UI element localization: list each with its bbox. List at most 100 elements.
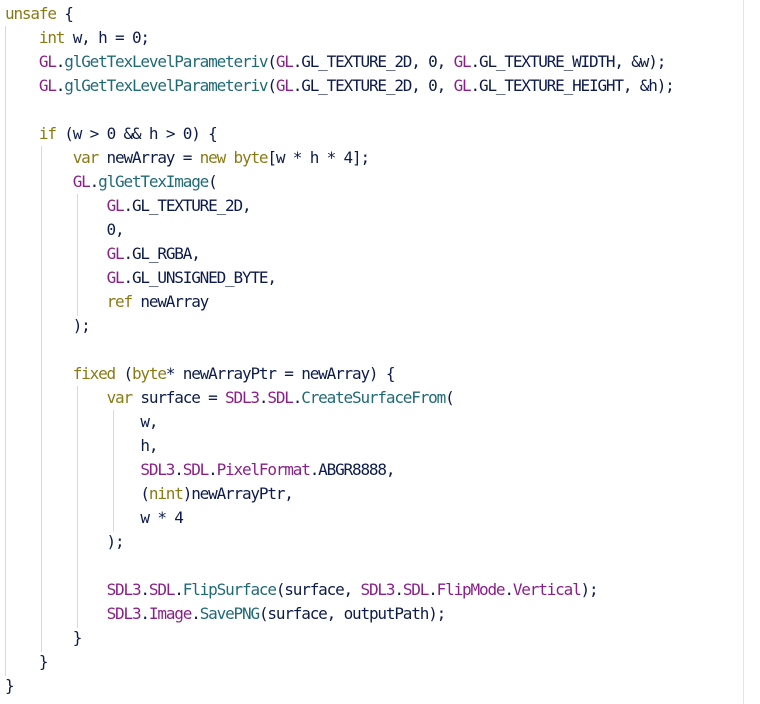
method-token: glGetTexLevelParameteriv bbox=[64, 76, 268, 95]
code-line[interactable]: SDL3.SDL.FlipSurface(surface, SDL3.SDL.F… bbox=[5, 578, 674, 602]
text-token bbox=[5, 28, 39, 47]
text-token: . bbox=[55, 76, 66, 95]
code-line[interactable]: GL.GL_TEXTURE_2D, bbox=[5, 194, 674, 218]
text-token: .GL_TEXTURE_WIDTH, &w); bbox=[470, 52, 667, 71]
text-token: ( bbox=[208, 172, 218, 191]
text-token bbox=[5, 148, 73, 167]
code-line[interactable]: ); bbox=[5, 530, 674, 554]
text-token: surface = bbox=[131, 388, 226, 407]
text-token: (w > 0 && h > 0) { bbox=[55, 124, 218, 143]
text-token: } bbox=[5, 628, 83, 647]
code-line[interactable]: h, bbox=[5, 434, 674, 458]
code-editor[interactable]: unsafe { int w, h = 0; GL.glGetTexLevelP… bbox=[0, 0, 744, 704]
text-token: w, bbox=[5, 412, 158, 431]
keyword-token: new bbox=[199, 148, 227, 167]
text-token bbox=[5, 196, 107, 215]
code-line[interactable]: ref newArray bbox=[5, 290, 674, 314]
text-token bbox=[5, 52, 39, 71]
text-token: ); bbox=[5, 316, 91, 335]
text-token: . bbox=[191, 604, 201, 623]
text-token: newArray = bbox=[98, 148, 200, 167]
text-token: 0, bbox=[5, 220, 125, 239]
text-token: . bbox=[292, 388, 303, 407]
keyword-token: var bbox=[106, 388, 134, 407]
identifier-token: SDL bbox=[402, 580, 430, 599]
identifier-token: SDL3 bbox=[106, 580, 142, 599]
code-line[interactable]: w, bbox=[5, 410, 674, 434]
identifier-token: GL bbox=[38, 52, 57, 71]
text-token bbox=[5, 268, 107, 287]
text-token: .GL_UNSIGNED_BYTE, bbox=[123, 268, 278, 287]
type-token: byte bbox=[233, 148, 269, 167]
vertical-scrollbar-track[interactable] bbox=[744, 0, 760, 704]
code-line[interactable]: GL.GL_RGBA, bbox=[5, 242, 674, 266]
code-line[interactable]: if (w > 0 && h > 0) { bbox=[5, 122, 674, 146]
method-token: glGetTexImage bbox=[98, 172, 209, 191]
method-token: SavePNG bbox=[199, 604, 260, 623]
code-line[interactable]: GL.glGetTexLevelParameteriv(GL.GL_TEXTUR… bbox=[5, 74, 675, 98]
text-token: . bbox=[504, 580, 514, 599]
identifier-token: GL bbox=[38, 76, 57, 95]
text-token: . bbox=[394, 580, 404, 599]
text-token bbox=[5, 580, 107, 599]
code-line[interactable]: 0, bbox=[5, 218, 674, 242]
text-token: . bbox=[428, 580, 438, 599]
code-line[interactable]: } bbox=[5, 626, 674, 650]
code-line[interactable]: } bbox=[5, 674, 674, 698]
method-token: glGetTexLevelParameteriv bbox=[64, 52, 268, 71]
text-token: } bbox=[5, 652, 49, 671]
text-token: . bbox=[174, 580, 184, 599]
code-line[interactable]: var surface = SDL3.SDL.CreateSurfaceFrom… bbox=[5, 386, 674, 410]
identifier-token: SDL3 bbox=[106, 604, 142, 623]
text-token bbox=[5, 364, 73, 383]
code-line[interactable] bbox=[5, 98, 674, 122]
text-token: ); bbox=[580, 580, 599, 599]
code-line[interactable]: w * 4 bbox=[5, 506, 674, 530]
keyword-token: ref bbox=[106, 292, 134, 311]
text-token: ); bbox=[5, 532, 125, 551]
code-line[interactable]: unsafe { bbox=[5, 2, 674, 26]
text-token: . bbox=[55, 52, 66, 71]
code-line[interactable]: var newArray = new byte[w * h * 4]; bbox=[5, 146, 674, 170]
keyword-token: if bbox=[38, 124, 57, 143]
text-token: .GL_TEXTURE_2D, 0, bbox=[292, 76, 454, 95]
code-line[interactable]: SDL3.Image.SavePNG(surface, outputPath); bbox=[5, 602, 674, 626]
text-token: ( bbox=[445, 388, 455, 407]
identifier-token: Image bbox=[148, 604, 193, 623]
code-line[interactable]: fixed (byte* newArrayPtr = newArray) { bbox=[5, 362, 674, 386]
identifier-token: SDL3 bbox=[225, 388, 260, 407]
identifier-token: SDL3 bbox=[360, 580, 395, 599]
code-line[interactable]: SDL3.SDL.PixelFormat.ABGR8888, bbox=[5, 458, 674, 482]
editor-right-border bbox=[743, 0, 744, 704]
identifier-token: SDL3 bbox=[140, 460, 175, 479]
text-token: ( bbox=[267, 52, 277, 71]
text-token: .GL_RGBA, bbox=[123, 244, 201, 263]
code-line[interactable]: GL.glGetTexImage( bbox=[5, 170, 674, 194]
code-line[interactable]: } bbox=[5, 650, 674, 674]
code-line[interactable]: (nint)newArrayPtr, bbox=[5, 482, 674, 506]
identifier-token: GL bbox=[453, 52, 472, 71]
text-token: { bbox=[55, 4, 74, 23]
code-line[interactable]: ); bbox=[5, 314, 674, 338]
text-token bbox=[5, 292, 107, 311]
method-token: CreateSurfaceFrom bbox=[301, 388, 446, 407]
code-line[interactable]: int w, h = 0; bbox=[5, 26, 674, 50]
text-token bbox=[5, 124, 39, 143]
text-token bbox=[5, 172, 73, 191]
type-token: byte bbox=[131, 364, 167, 383]
code-line[interactable] bbox=[5, 554, 674, 578]
text-token: . bbox=[258, 388, 269, 407]
text-token: } bbox=[5, 676, 15, 695]
code-line[interactable]: GL.GL_UNSIGNED_BYTE, bbox=[5, 266, 674, 290]
identifier-token: SDL bbox=[148, 580, 176, 599]
text-token: w, h = 0; bbox=[64, 28, 150, 47]
code-line[interactable] bbox=[5, 338, 674, 362]
keyword-token: fixed bbox=[72, 364, 117, 383]
text-token bbox=[5, 388, 107, 407]
text-token bbox=[5, 604, 107, 623]
identifier-token: PixelFormat bbox=[216, 460, 311, 479]
code-line[interactable]: GL.glGetTexLevelParameteriv(GL.GL_TEXTUR… bbox=[5, 50, 674, 74]
text-token: [w * h * 4]; bbox=[267, 148, 370, 167]
text-token: h, bbox=[5, 436, 158, 455]
code-content[interactable]: unsafe { int w, h = 0; GL.glGetTexLevelP… bbox=[5, 2, 675, 698]
